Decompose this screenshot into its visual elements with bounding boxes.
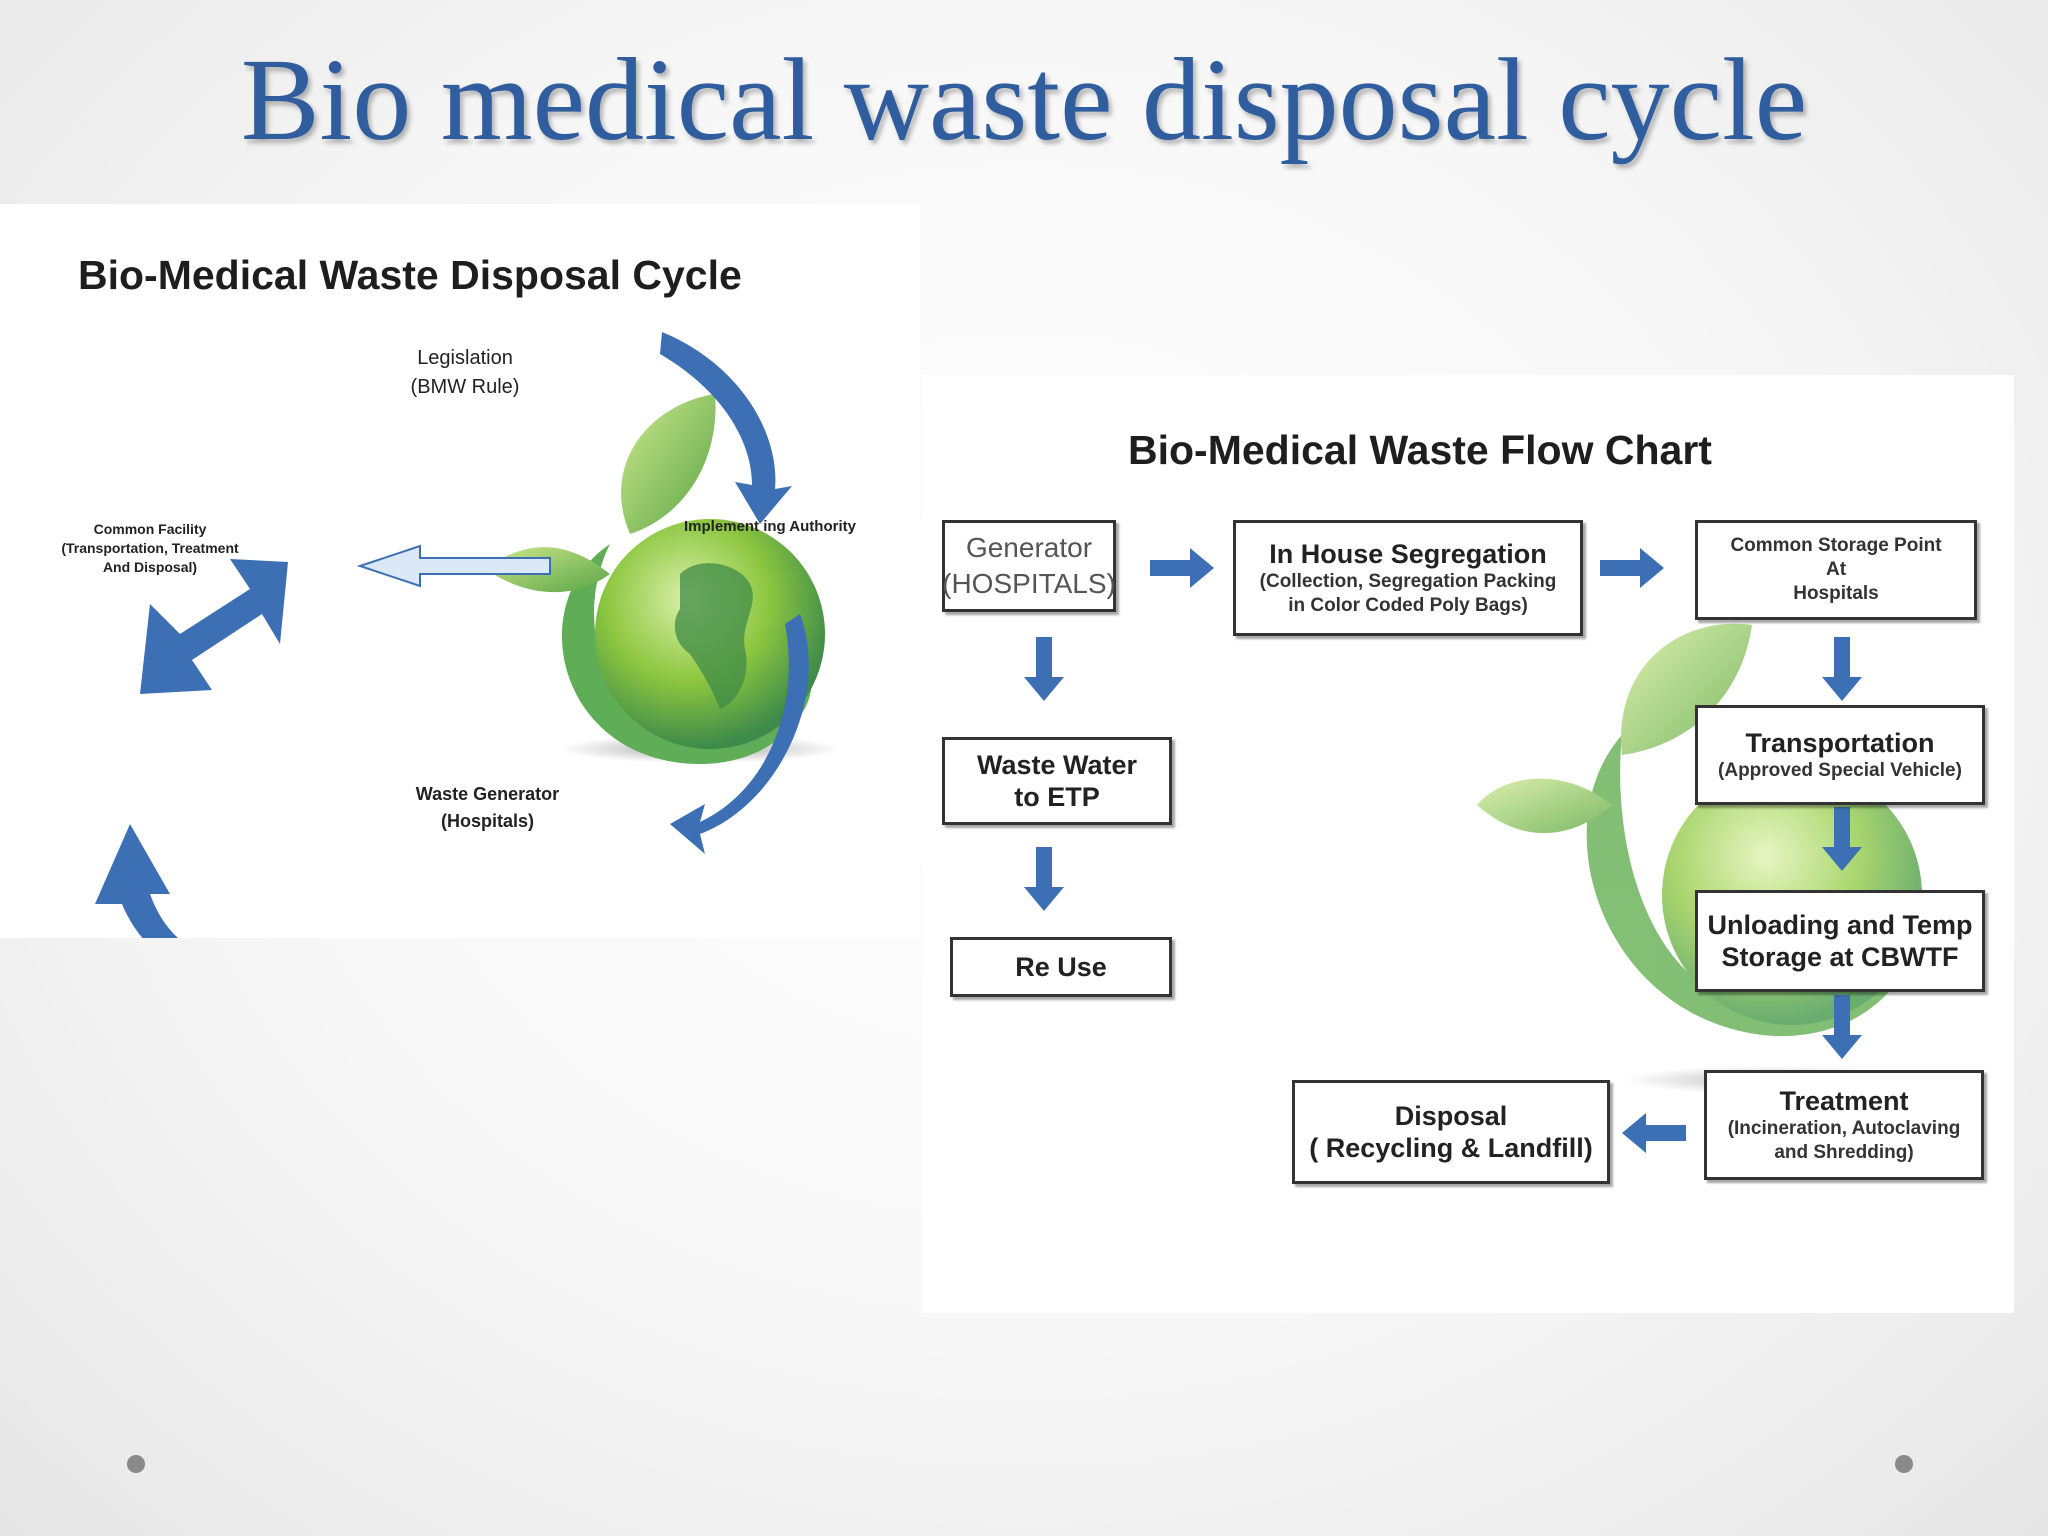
storage-point-sublabel: At <box>1825 559 1847 580</box>
unloading-label: Unloading and Temp <box>1707 910 1973 940</box>
waste-water-sublabel: to ETP <box>1014 782 1100 812</box>
generator-label: Generator <box>965 532 1093 563</box>
facility-label: Common Facility (Transportation, Treatme… <box>45 520 255 577</box>
leaf-icon <box>1621 623 1752 755</box>
facility-subtext: (Transportation, Treatment <box>61 540 239 556</box>
legislation-text: Legislation <box>417 347 513 369</box>
disposal-box: Disposal ( Recycling & Landfill) <box>1292 1080 1610 1184</box>
curved-arrow-icon <box>95 824 179 938</box>
storage-point-sublabel: Hospitals <box>1793 583 1879 604</box>
flow-chart-panel: Bio-Medical Waste Flow Chart Generator (… <box>922 375 2014 1313</box>
arrow-down-icon <box>1822 637 1862 701</box>
continent-shape <box>674 563 753 709</box>
arrow-down-icon <box>1024 637 1064 701</box>
transportation-subtitle: (Approved Special Vehicle) <box>1718 760 1962 781</box>
arrow-down-icon <box>1024 847 1064 911</box>
disposal-label: Disposal <box>1394 1101 1508 1131</box>
waste-generator-text: Waste Generator <box>415 784 560 804</box>
segregation-box: In House Segregation (Collection, Segreg… <box>1233 520 1583 636</box>
segregation-subtitle: in Color Coded Poly Bags) <box>1288 595 1528 616</box>
storage-point-box: Common Storage Point At Hospitals <box>1695 520 1977 620</box>
reuse-box: Re Use <box>950 937 1172 997</box>
segregation-subtitle: (Collection, Segregation Packing <box>1259 571 1557 592</box>
waste-generator-label: Waste Generator (Hospitals) <box>385 781 590 835</box>
treatment-subtitle: (Incineration, Autoclaving <box>1727 1118 1961 1139</box>
waste-water-label: Waste Water <box>976 750 1138 780</box>
leaf-icon <box>1477 778 1612 834</box>
facility-text: Common Facility <box>93 521 207 537</box>
green-swirl <box>1586 735 1908 1037</box>
slide-bullet-left <box>127 1455 145 1473</box>
curved-arrow-icon <box>670 614 809 854</box>
disposal-cycle-panel: Bio-Medical Waste Disposal Cycle Legisla… <box>0 204 920 938</box>
legislation-label: Legislation (BMW Rule) <box>385 344 545 402</box>
transportation-box: Transportation (Approved Special Vehicle… <box>1695 705 1985 805</box>
authority-label: Implement ing Authority <box>684 518 856 535</box>
arrow-right-icon <box>1600 548 1664 588</box>
curved-arrow-icon <box>660 332 792 524</box>
cycle-graphic <box>95 332 840 938</box>
waste-water-box: Waste Water to ETP <box>942 737 1172 825</box>
flow-arrows <box>1024 548 1862 1153</box>
arrow-down-icon <box>1822 995 1862 1059</box>
double-arrow-icon <box>140 559 288 694</box>
transportation-title: Transportation <box>1745 728 1935 758</box>
flow-heading: Bio-Medical Waste Flow Chart <box>1128 427 1712 473</box>
arrow-right-icon <box>1150 548 1214 588</box>
hollow-left-arrow-icon <box>356 544 551 588</box>
legislation-subtext: (BMW Rule) <box>410 376 520 398</box>
reuse-label: Re Use <box>1015 952 1107 982</box>
leaf-icon <box>621 394 716 534</box>
disposal-sublabel: ( Recycling & Landfill) <box>1309 1133 1593 1163</box>
generator-box: Generator (HOSPITALS) <box>942 520 1116 612</box>
facility-subtext: And Disposal) <box>102 559 198 575</box>
treatment-box: Treatment (Incineration, Autoclaving and… <box>1704 1070 1984 1180</box>
slide-title: Bio medical waste disposal cycle <box>240 34 1808 165</box>
segregation-title: In House Segregation <box>1269 539 1547 569</box>
waste-generator-subtext: (Hospitals) <box>440 811 534 831</box>
arrow-down-icon <box>1822 807 1862 871</box>
treatment-subtitle: and Shredding) <box>1774 1142 1914 1163</box>
treatment-title: Treatment <box>1779 1086 1909 1116</box>
unloading-box: Unloading and Temp Storage at CBWTF <box>1695 890 1985 992</box>
slide-bullet-right <box>1895 1455 1913 1473</box>
arrow-left-icon <box>1622 1113 1686 1153</box>
cycle-heading: Bio-Medical Waste Disposal Cycle <box>78 252 742 298</box>
generator-sublabel: (HOSPITALS) <box>942 568 1116 599</box>
storage-point-label: Common Storage Point <box>1730 535 1942 556</box>
unloading-sublabel: Storage at CBWTF <box>1721 942 1959 972</box>
